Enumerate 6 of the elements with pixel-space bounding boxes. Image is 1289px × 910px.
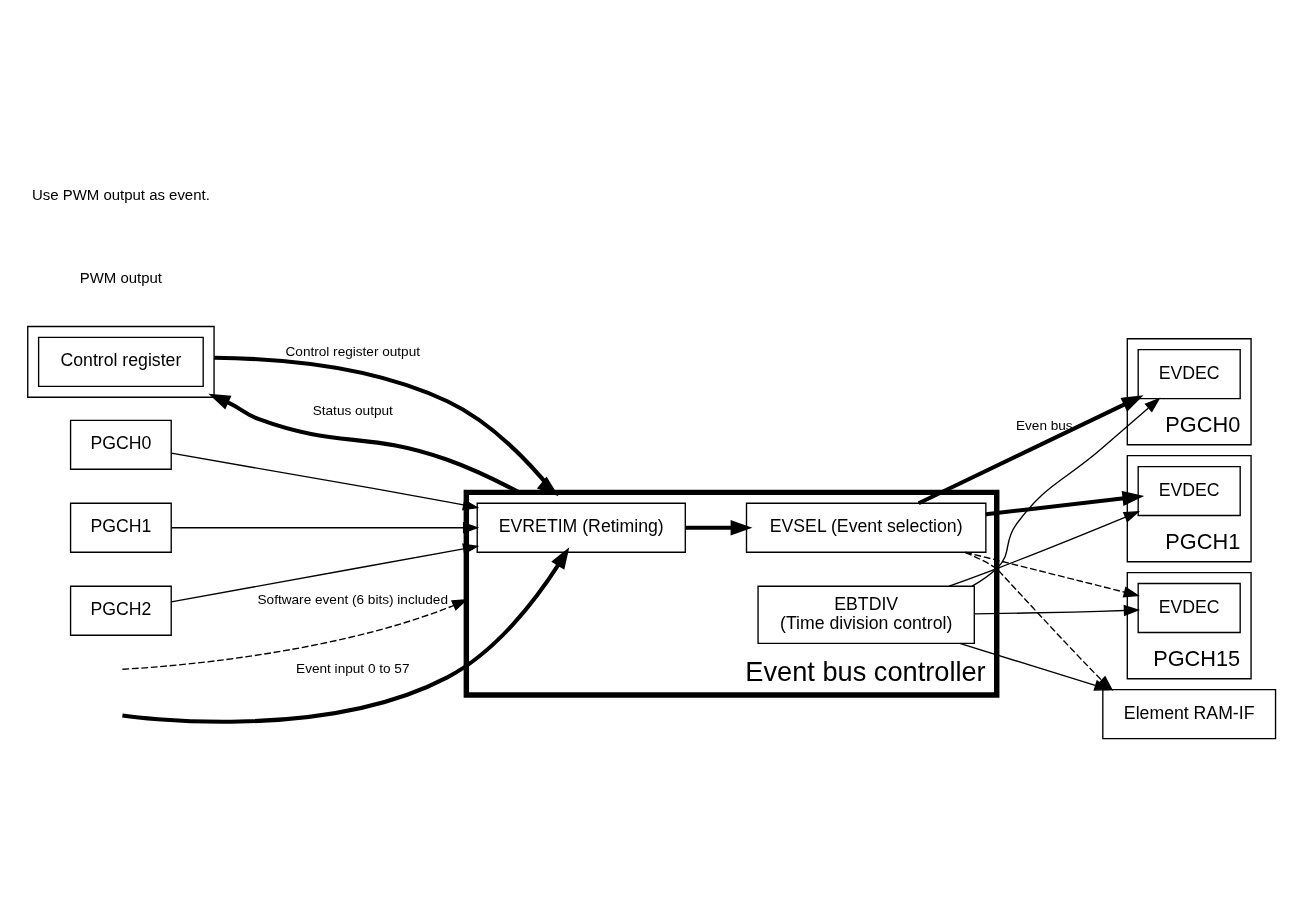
- edge-label: Status output: [312, 402, 393, 418]
- label: Use PWM output as event.: [31, 185, 210, 203]
- edge-label: Software event (6 bits) included: [257, 591, 448, 607]
- edge-label: Control register output: [285, 344, 421, 360]
- edge-label: Event input 0 to 57: [296, 661, 410, 677]
- label: PWM output: [79, 268, 163, 286]
